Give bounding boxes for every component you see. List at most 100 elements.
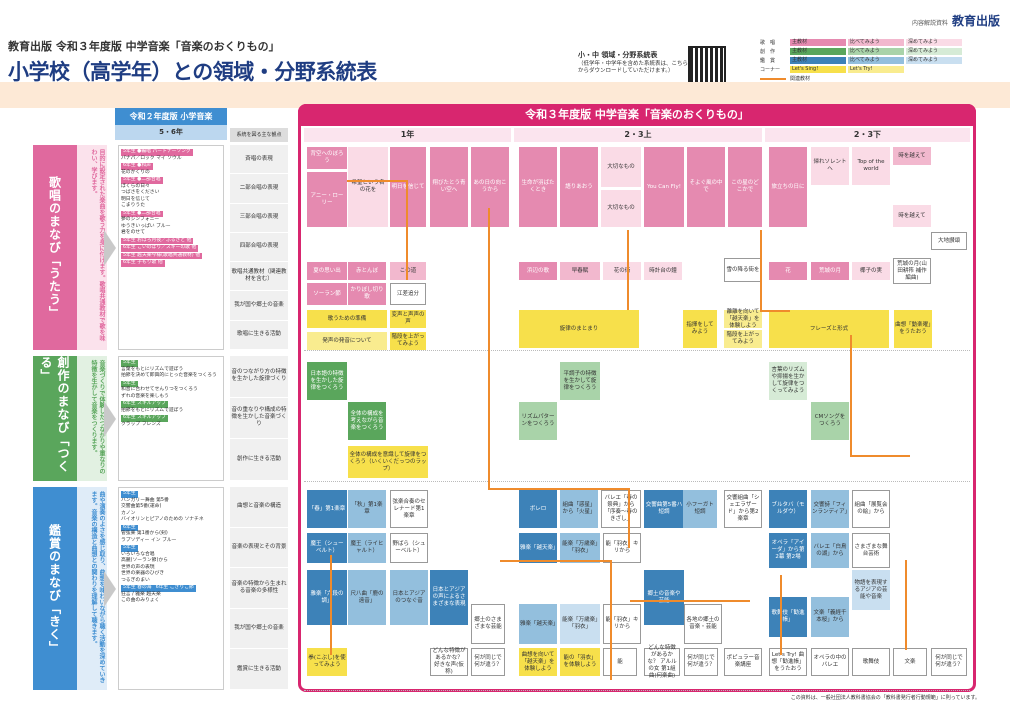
material-cell[interactable]: ソーラン節	[307, 283, 347, 305]
material-cell[interactable]: Let's Try! 曲想「勧進帳」をうたおう	[769, 648, 807, 676]
material-cell[interactable]: CMソングをつくろう	[811, 402, 849, 440]
material-cell[interactable]: 浜辺の歌	[519, 262, 557, 280]
material-cell[interactable]: 組曲「展覧会の絵」から	[852, 490, 890, 528]
material-cell[interactable]: 離離を向いて「越天楽」を体験しよう	[724, 309, 762, 329]
material-cell[interactable]: 交響組曲「シェエラザード」から第2楽章	[724, 490, 762, 528]
material-cell[interactable]: 時計台の鐘	[644, 262, 682, 280]
material-cell[interactable]: 背空へのぼろう	[307, 147, 347, 169]
material-cell[interactable]: 尺八曲「鹿の遠音」	[348, 570, 386, 625]
material-cell[interactable]: 雪の降る街を	[724, 258, 762, 282]
qr-code-icon[interactable]	[688, 46, 726, 84]
material-cell[interactable]: 各地の郷土の音楽・芸能	[684, 604, 722, 644]
material-cell[interactable]: そよぐ風の中で	[687, 147, 725, 227]
material-cell[interactable]: 花の街	[603, 262, 641, 280]
material-cell[interactable]: 変声と声声の声	[390, 310, 426, 328]
material-cell[interactable]: アニー・ローリー	[307, 172, 347, 227]
material-cell[interactable]: 曲想「動楽曜」をうたおう	[894, 310, 932, 348]
material-cell[interactable]: 「春」第1楽章	[307, 490, 347, 528]
material-cell[interactable]: 帰れソレントへ	[811, 147, 849, 185]
material-cell[interactable]: 郷土の音楽や芸能	[644, 570, 684, 625]
material-cell[interactable]: この星のどこかで	[728, 147, 762, 227]
material-cell[interactable]: 能楽「万歳楽」「羽衣」	[560, 604, 600, 644]
material-cell[interactable]: 日本とアジアのつなぐ音	[390, 570, 428, 625]
material-cell[interactable]: 花	[769, 262, 807, 280]
material-cell[interactable]: バレエ「白鳥の湖」から	[811, 533, 849, 568]
material-cell[interactable]: 指揮をしてみよう	[683, 310, 717, 348]
material-cell[interactable]: 何が同じで何が違う？	[931, 648, 967, 676]
material-cell[interactable]: 歌うための準備	[307, 310, 387, 328]
material-cell[interactable]: 歌舞伎「勧進帳」	[769, 597, 807, 637]
material-cell[interactable]: Top of the world	[852, 147, 890, 185]
material-cell[interactable]: 大切なもの	[601, 147, 641, 187]
material-cell[interactable]: ポピュラー音楽講座	[724, 648, 762, 676]
material-cell[interactable]: 小フーガト短調	[683, 490, 717, 528]
material-cell[interactable]: 野ばら（シューベルト）	[390, 533, 428, 563]
material-cell[interactable]: ブルタバ（モルダウ）	[769, 490, 807, 528]
material-cell[interactable]: 何が同じで何が違う？	[471, 648, 505, 676]
material-cell[interactable]: 階段を上がってみよう	[390, 332, 426, 350]
material-cell[interactable]: さまざまな舞台芸術	[852, 533, 890, 568]
material-cell[interactable]: 文楽	[893, 648, 927, 676]
material-cell[interactable]: 全体の構成を意識して旋律をつくろう（いくいくだっつのラップ）	[348, 446, 428, 478]
material-cell[interactable]: この道	[390, 262, 426, 280]
material-cell[interactable]: 椰子の実	[852, 262, 890, 280]
material-cell[interactable]: You Can Fly!	[644, 147, 684, 227]
material-cell[interactable]: 時を越えて	[893, 205, 931, 227]
material-cell[interactable]: 旋律のまとまり	[519, 310, 639, 348]
material-cell[interactable]: 弦楽合奏のセレナード第1楽章	[390, 490, 428, 528]
material-cell[interactable]: 郷土のさまざまな芸能	[471, 604, 505, 644]
material-cell[interactable]: 雅楽「越天楽」	[519, 604, 559, 644]
material-cell[interactable]: どんな特徴があるかな？ 好きな声(仮称)	[430, 648, 468, 676]
material-cell[interactable]: 魔王（ライヒャルト）	[348, 533, 386, 563]
material-cell[interactable]: 平調子の特徴を生かして旋律をつくろう	[560, 362, 600, 400]
material-cell[interactable]: 発声の発音について	[307, 332, 387, 350]
material-cell[interactable]: 雅楽「越天楽」	[519, 533, 559, 563]
material-cell[interactable]: 日本とアジアの声によるさまざまな表現	[430, 570, 468, 625]
material-cell[interactable]: 荒城の月	[811, 262, 849, 280]
material-cell[interactable]: フレーズと形式	[769, 310, 889, 348]
material-cell[interactable]: 日本語の特徴を生かした旋律をつくろう	[307, 362, 347, 400]
material-cell[interactable]: 魔王（シューベルト）	[307, 533, 347, 563]
material-cell[interactable]: オペラ「アイーダ」から第2幕 第2場	[769, 533, 807, 568]
material-cell[interactable]: 拳(こぶし)を使ってみよう	[307, 648, 347, 676]
material-cell[interactable]: 翔びたとう青い空へ	[430, 147, 468, 227]
material-cell[interactable]: 大地讃頌	[931, 232, 967, 250]
material-cell[interactable]: 能	[603, 648, 637, 676]
material-cell[interactable]: 旅立ちの日に	[769, 147, 807, 227]
material-cell[interactable]: 交響曲第5番ハ短調	[644, 490, 684, 528]
material-cell[interactable]: 希望という名の花を	[348, 147, 388, 227]
material-cell[interactable]: バレエ「春の祭典」から「序奏～春のきざし」	[601, 490, 641, 528]
material-cell[interactable]: 能「羽衣」キリから	[603, 604, 641, 644]
material-cell[interactable]: かりぼし切り歌	[348, 283, 386, 305]
material-cell[interactable]: オペラの中のバレエ	[811, 648, 849, 676]
material-cell[interactable]: 階段を上がってみよう	[724, 330, 762, 348]
material-cell[interactable]: 明日を信じて	[390, 147, 426, 227]
material-cell[interactable]: 時を越えて	[893, 147, 931, 165]
material-cell[interactable]: どんな特徴があるかな？ アルルの女 第1組曲(何楽曲)	[644, 645, 680, 679]
material-cell[interactable]: ボレロ	[519, 490, 557, 528]
material-cell[interactable]: 組曲「惑星」から「火星」	[560, 490, 598, 528]
material-cell[interactable]: 早春賦	[560, 262, 600, 280]
material-cell[interactable]: 赤とんぼ	[348, 262, 386, 280]
material-cell[interactable]: 荒城の月(山田耕筰 補作編曲)	[893, 258, 931, 284]
material-cell[interactable]: 大切なもの	[601, 190, 641, 227]
material-cell[interactable]: 物語を表現するアジアの芸能や音楽	[852, 570, 890, 610]
material-cell[interactable]: 雅楽「六段の調」	[307, 570, 347, 625]
material-cell[interactable]: 何が同じで何が違う？	[684, 648, 718, 676]
material-cell[interactable]: あの日の向こうから	[471, 147, 509, 227]
material-cell[interactable]: リズムパターンをつくろう	[519, 402, 557, 440]
material-cell[interactable]: 全体の構成を考えながら音楽をつくろう	[348, 402, 386, 440]
material-cell[interactable]: 文楽「義経千本桜」から	[811, 597, 849, 637]
material-cell[interactable]: 能楽「万歳楽」「羽衣」	[560, 533, 600, 563]
material-cell[interactable]: 「秋」第1楽章	[348, 490, 386, 528]
material-cell[interactable]: 言葉のリズムや抑揚を生かして旋律をつくってみよう	[769, 362, 807, 400]
material-cell[interactable]: 交響詩「フィンランディア」	[811, 490, 850, 528]
material-cell[interactable]: 能「羽衣」キリから	[603, 533, 641, 563]
material-cell[interactable]: 夏の思い出	[307, 262, 347, 280]
material-cell[interactable]: 能の「羽衣」を体験しよう	[560, 648, 600, 676]
material-cell[interactable]: 語りあおう	[560, 147, 598, 227]
material-cell[interactable]: 生命が羽ばたくとき	[519, 147, 557, 227]
material-cell[interactable]: 歌舞伎	[852, 648, 890, 676]
material-cell[interactable]: 曲想を向いて「越天楽」を体験しよう	[519, 648, 557, 676]
material-cell[interactable]: 江差追分	[390, 283, 426, 305]
